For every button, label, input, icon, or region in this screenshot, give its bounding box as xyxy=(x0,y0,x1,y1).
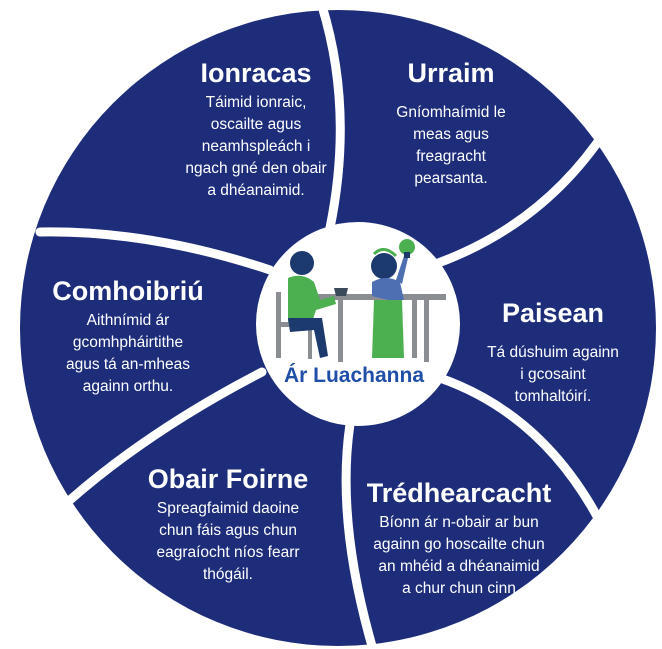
segment-title: Obair Foirne xyxy=(147,464,309,494)
segment-paisean: Paisean Tá dúshuim againn i gcosaint tom… xyxy=(468,298,638,408)
segment-tredhearcacht: Trédhearcacht Bíonn ár n-obair ar bun ag… xyxy=(344,478,574,600)
segment-comhoibriu: Comhoibriú Aithnímid ár gcomhpháirtithe … xyxy=(30,276,226,398)
segment-body: Spreagfaimid daoine chun fáis agus chun … xyxy=(156,500,300,583)
center-title: Ár Luachanna xyxy=(283,364,425,387)
segment-body: Tá dúshuim againn i gcosaint tomhaltóirí… xyxy=(487,344,619,405)
segment-dividers xyxy=(35,1,623,649)
divider-obair-comhoibriu xyxy=(65,367,267,505)
segment-title: Comhoibriú xyxy=(52,276,204,306)
divider-paisean-tredhearcacht xyxy=(435,373,623,565)
two-people-at-table-icon xyxy=(276,239,446,362)
segment-title: Paisean xyxy=(501,298,605,328)
segment-body: Táimid ionraic, oscailte agus neamhspleá… xyxy=(185,94,327,199)
center-circle xyxy=(256,222,460,426)
segment-obair-foirne: Obair Foirne Spreagfaimid daoine chun fá… xyxy=(118,464,338,586)
segment-title: Urraim xyxy=(407,58,495,88)
segment-title: Ionracas xyxy=(200,58,312,88)
divider-tredhearcacht-obair xyxy=(341,419,377,649)
segment-body: Bíonn ár n-obair ar bun againn go hoscai… xyxy=(373,514,545,597)
divider-ionracas-urraim xyxy=(317,1,345,233)
segment-title: Trédhearcacht xyxy=(366,478,552,508)
segment-urraim: Urraim Gníomhaímid le meas agus freagrac… xyxy=(376,58,526,190)
segment-ionracas: Ionracas Táimid ionraic, oscailte agus n… xyxy=(158,58,354,202)
divider-urraim-paisean xyxy=(419,125,611,273)
divider-comhoibriu-ionracas xyxy=(35,227,275,275)
segment-body: Aithnímid ár gcomhpháirtithe agus tá an-… xyxy=(65,312,191,395)
segment-body: Gníomhaímid le meas agus freagracht pear… xyxy=(396,104,506,187)
